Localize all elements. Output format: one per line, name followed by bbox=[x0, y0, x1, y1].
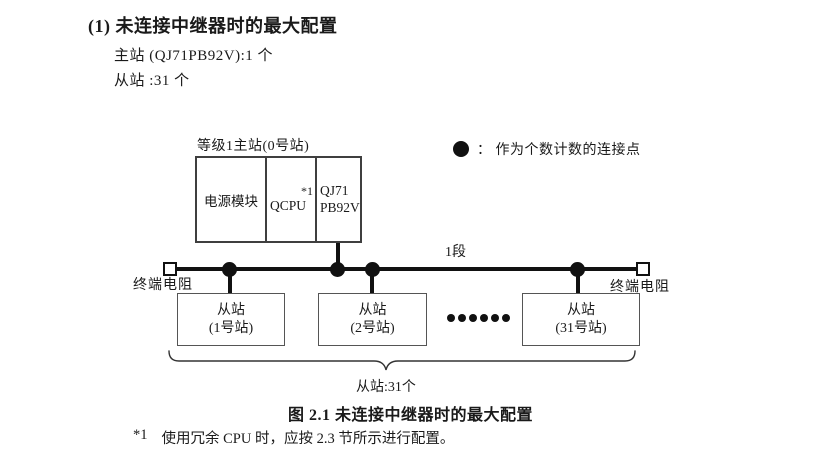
footnote: *1 使用冗余 CPU 时，应按 2.3 节所示进行配置。 bbox=[133, 427, 454, 448]
connection-point-icon bbox=[453, 141, 469, 157]
slave-count-line: 从站 :31 个 bbox=[114, 73, 190, 89]
connection-dot bbox=[365, 262, 380, 277]
bus-line bbox=[177, 267, 636, 271]
connection-dot bbox=[570, 262, 585, 277]
footnote-marker: *1 bbox=[133, 427, 148, 443]
slave-group-brace bbox=[168, 350, 636, 371]
footnote-text: 使用冗余 CPU 时，应按 2.3 节所示进行配置。 bbox=[161, 431, 455, 447]
terminator-right-label: 终端电阻 bbox=[610, 280, 670, 295]
figure-caption: 图 2.1 未连接中继器时的最大配置 bbox=[287, 407, 533, 424]
slave-group-label: 从站:31个 bbox=[356, 380, 416, 395]
module-qj71pb92v: QJ71 PB92V bbox=[315, 158, 360, 241]
master-station-box: 电源模块 *1 QCPU QJ71 PB92V bbox=[195, 156, 362, 243]
master-drop-line bbox=[336, 243, 340, 268]
terminator-left-icon bbox=[163, 262, 177, 276]
section-heading: (1) 未连接中继器时的最大配置 bbox=[88, 16, 338, 36]
legend-text: ： 作为个数计数的连接点 bbox=[477, 143, 641, 158]
master-count-line: 主站 (QJ71PB92V):1 个 bbox=[114, 48, 274, 64]
slave-label: 从站 (1号站) bbox=[208, 303, 254, 336]
master-station-label: 等级1主站(0号站) bbox=[197, 139, 310, 154]
connection-dot bbox=[330, 262, 345, 277]
module-qcpu: *1 QCPU bbox=[265, 158, 315, 241]
footnote-ref: *1 bbox=[301, 183, 313, 198]
terminator-right-icon bbox=[636, 262, 650, 276]
omitted-slaves-ellipsis bbox=[447, 314, 510, 322]
slave-station-31-box: 从站 (31号站) bbox=[522, 293, 640, 346]
slave1-drop-line bbox=[228, 270, 232, 294]
terminator-left-label: 终端电阻 bbox=[133, 278, 193, 293]
slave-label: 从站 (2号站) bbox=[350, 303, 395, 336]
slave2-drop-line bbox=[370, 270, 374, 294]
connection-dot bbox=[222, 262, 237, 277]
module-name: QCPU bbox=[270, 198, 307, 214]
slave-station-1-box: 从站 (1号站) bbox=[177, 293, 285, 346]
module-power-supply: 电源模块 bbox=[197, 158, 265, 241]
legend: ： 作为个数计数的连接点 bbox=[453, 139, 641, 159]
slave-label: 从站 (31号站) bbox=[555, 303, 607, 336]
slave31-drop-line bbox=[576, 270, 580, 294]
module-name: QJ71 PB92V bbox=[320, 182, 360, 215]
slave-station-2-box: 从站 (2号站) bbox=[318, 293, 427, 346]
module-name: 电源模块 bbox=[204, 193, 258, 209]
segment-label: 1段 bbox=[445, 245, 466, 260]
